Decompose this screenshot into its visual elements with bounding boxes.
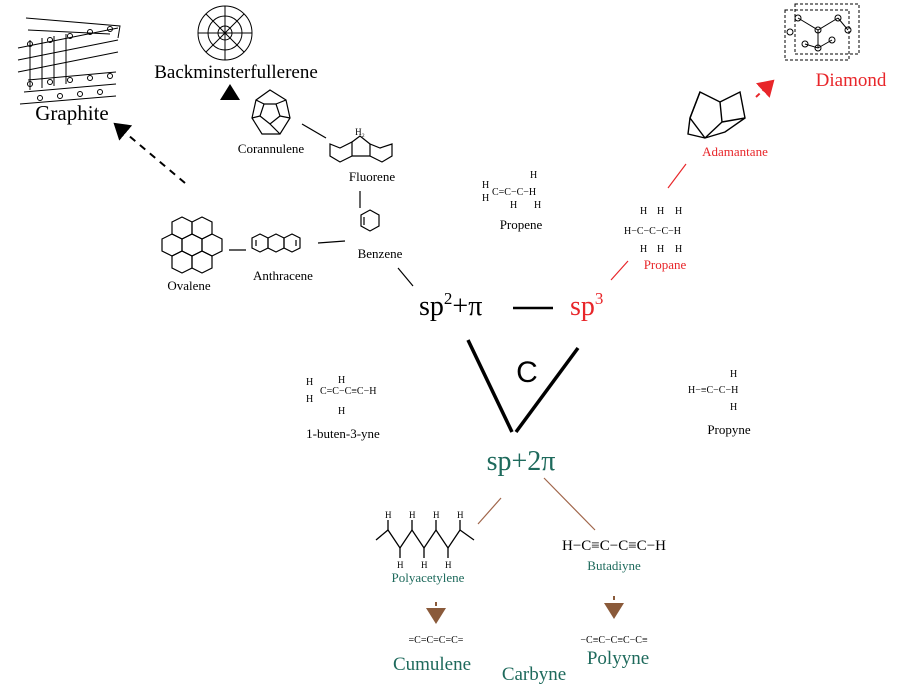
fluorene-structure-icon bbox=[329, 135, 393, 163]
graphite-structure-icon bbox=[17, 17, 121, 105]
sp-polyacetylene-link bbox=[477, 497, 502, 525]
svg-text:H: H bbox=[530, 170, 537, 181]
corannulene-structure-icon bbox=[251, 89, 291, 135]
benzene-structure-icon bbox=[360, 209, 380, 232]
svg-text:H: H bbox=[385, 510, 392, 520]
benzene-label: Benzene bbox=[358, 246, 403, 261]
hub-right-line bbox=[514, 346, 580, 434]
anthracene-benzene-link bbox=[317, 240, 346, 244]
svg-text:H: H bbox=[433, 510, 440, 520]
svg-text:H: H bbox=[640, 244, 647, 255]
hub-left-line bbox=[466, 339, 514, 433]
butenyne-label: 1-buten-3-yne bbox=[306, 426, 380, 441]
svg-text:H: H bbox=[306, 377, 313, 388]
anthracene-label: Anthracene bbox=[253, 268, 313, 283]
svg-text:C=C−C−H: C=C−C−H bbox=[492, 187, 536, 198]
svg-text:H: H bbox=[675, 244, 682, 255]
propyne-formula: H−≡C−C−H bbox=[688, 385, 738, 396]
svg-text:H: H bbox=[730, 369, 737, 380]
diamond-label: Diamond bbox=[816, 70, 887, 91]
svg-text:H: H bbox=[457, 510, 464, 520]
diamond-lattice-icon bbox=[784, 3, 860, 61]
ovalene-structure-icon bbox=[161, 216, 223, 274]
butenyne-structure-icon: HH C=C−C≡C−H HH bbox=[306, 375, 376, 417]
polyyne-label: Polyyne bbox=[587, 648, 649, 669]
hub: C sp2+π sp3 sp+2π bbox=[419, 289, 603, 477]
center-carbon-letter: C bbox=[516, 356, 538, 389]
fluorene-h2-label: H₂ bbox=[355, 127, 365, 137]
propene-structure-icon: HH C=C−C−H HHH bbox=[482, 170, 541, 211]
polyyne-formula: −C≡C−C≡C−C≡ bbox=[580, 635, 648, 646]
propane-hub-link bbox=[610, 260, 629, 281]
svg-text:H: H bbox=[675, 206, 682, 217]
svg-text:H: H bbox=[657, 244, 664, 255]
svg-text:H: H bbox=[338, 406, 345, 417]
svg-text:H: H bbox=[421, 560, 428, 570]
cumulene-formula: =C=C=C=C= bbox=[409, 635, 464, 646]
svg-text:H: H bbox=[534, 200, 541, 211]
polyacetylene-structure-icon bbox=[375, 520, 475, 558]
graphite-label: Graphite bbox=[35, 101, 108, 125]
adamantane-structure-icon bbox=[687, 90, 746, 139]
svg-text:H: H bbox=[640, 206, 647, 217]
propane-label: Propane bbox=[644, 257, 687, 272]
sp-butadiyne-link bbox=[543, 477, 596, 531]
fullerene-cage-icon bbox=[197, 5, 253, 61]
svg-text:H: H bbox=[338, 375, 345, 386]
svg-text:H: H bbox=[306, 394, 313, 405]
sp3-label: sp3 bbox=[570, 289, 603, 322]
arrow-ovalene-to-graphite bbox=[113, 122, 186, 184]
svg-text:H: H bbox=[482, 180, 489, 191]
svg-text:H: H bbox=[510, 200, 517, 211]
adamantane-label: Adamantane bbox=[702, 144, 768, 159]
propane-formula: H−C−C−C−H bbox=[624, 226, 681, 237]
svg-text:H: H bbox=[657, 206, 664, 217]
anthracene-structure-icon bbox=[251, 233, 301, 253]
polyacetylene-label: Polyacetylene bbox=[392, 570, 465, 585]
adamantane-propane-link bbox=[667, 163, 687, 189]
propyne-label: Propyne bbox=[707, 422, 751, 437]
arrow-adamantane-to-diamond bbox=[755, 79, 775, 98]
polyacetylene-h-atoms: H H H H H H H bbox=[385, 510, 464, 570]
ovalene-label: Ovalene bbox=[167, 278, 211, 293]
svg-text:H: H bbox=[445, 560, 452, 570]
sp-label: sp+2π bbox=[487, 446, 556, 477]
corannulene-label: Corannulene bbox=[238, 141, 305, 156]
fluorene-label: Fluorene bbox=[349, 169, 395, 184]
svg-text:H: H bbox=[397, 560, 404, 570]
cumulene-label: Cumulene bbox=[393, 654, 471, 675]
svg-text:H: H bbox=[730, 402, 737, 413]
svg-text:H: H bbox=[409, 510, 416, 520]
sp2-label: sp2+π bbox=[419, 289, 482, 322]
benzene-hub-link bbox=[397, 267, 414, 287]
buckminsterfullerene-label: Backminsterfullerene bbox=[154, 62, 318, 83]
carbyne-label: Carbyne bbox=[502, 664, 566, 685]
corannulene-fluorene-link bbox=[301, 123, 327, 139]
butadiyne-formula: H−C≡C−C≡C−H bbox=[562, 538, 666, 554]
butadiyne-label: Butadiyne bbox=[587, 558, 641, 573]
butenyne-formula: C=C−C≡C−H bbox=[320, 386, 376, 397]
svg-text:H: H bbox=[482, 193, 489, 204]
propyne-structure-icon: H H−≡C−C−H H bbox=[688, 369, 738, 413]
propene-label: Propene bbox=[500, 217, 543, 232]
